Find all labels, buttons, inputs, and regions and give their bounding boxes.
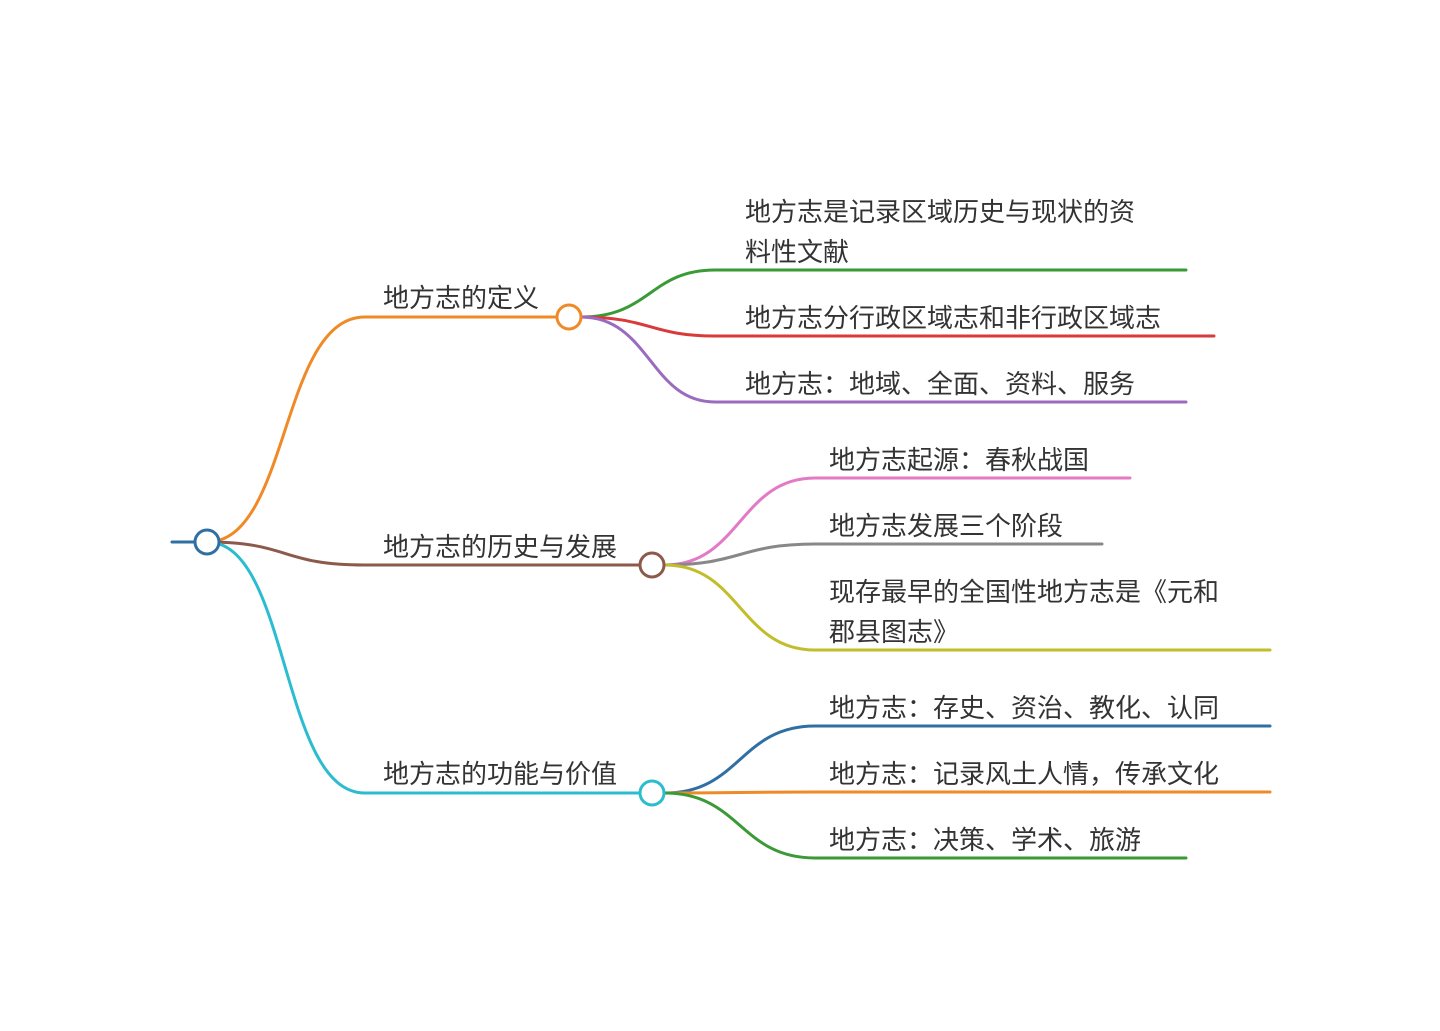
edge-history-child-3: [663, 563, 1272, 652]
edge-definition-child-3: [579, 315, 1188, 404]
branch-label-function: 地方志的功能与价值: [383, 760, 617, 790]
history-node-circle[interactable]: [638, 551, 666, 579]
branch-label-definition: 地方志的定义: [383, 284, 539, 314]
branch-label-history: 地方志的历史与发展: [383, 533, 617, 563]
edge-function: [205, 540, 642, 795]
leaf-definition-1-line-2: 料性文献: [745, 238, 849, 268]
leaf-definition-3: 地方志：地域、全面、资料、服务: [745, 370, 1135, 400]
leaf-definition-2: 地方志分行政区域志和非行政区域志: [745, 304, 1161, 334]
leaf-history-3-line-1: 现存最早的全国性地方志是《元和: [829, 578, 1219, 608]
edge-history-child-1: [663, 476, 1132, 567]
function-node-circle[interactable]: [638, 779, 666, 807]
definition-node-circle[interactable]: [555, 303, 583, 331]
leaf-function-1: 地方志：存史、资治、教化、认同: [829, 694, 1219, 724]
edge-function-child-3: [663, 791, 1188, 860]
leaf-definition-1-line-1: 地方志是记录区域历史与现状的资: [745, 198, 1135, 228]
leaf-function-3: 地方志：决策、学术、旅游: [829, 826, 1141, 856]
edge-definition-child-1: [579, 268, 1188, 319]
edge-function-child-2: [663, 790, 1272, 795]
edge-definition-child-2: [579, 315, 1216, 338]
edge-history-child-2: [663, 542, 1104, 567]
leaf-history-3-line-2: 郡县图志》: [829, 618, 959, 648]
leaf-history-2: 地方志发展三个阶段: [829, 512, 1063, 542]
leaf-function-2: 地方志：记录风土人情，传承文化: [829, 760, 1219, 790]
root-node-circle[interactable]: [193, 528, 221, 556]
edge-definition: [205, 315, 559, 544]
edge-function-child-1: [663, 724, 1272, 795]
edge-history: [205, 540, 642, 567]
leaf-history-1: 地方志起源：春秋战国: [829, 446, 1089, 476]
